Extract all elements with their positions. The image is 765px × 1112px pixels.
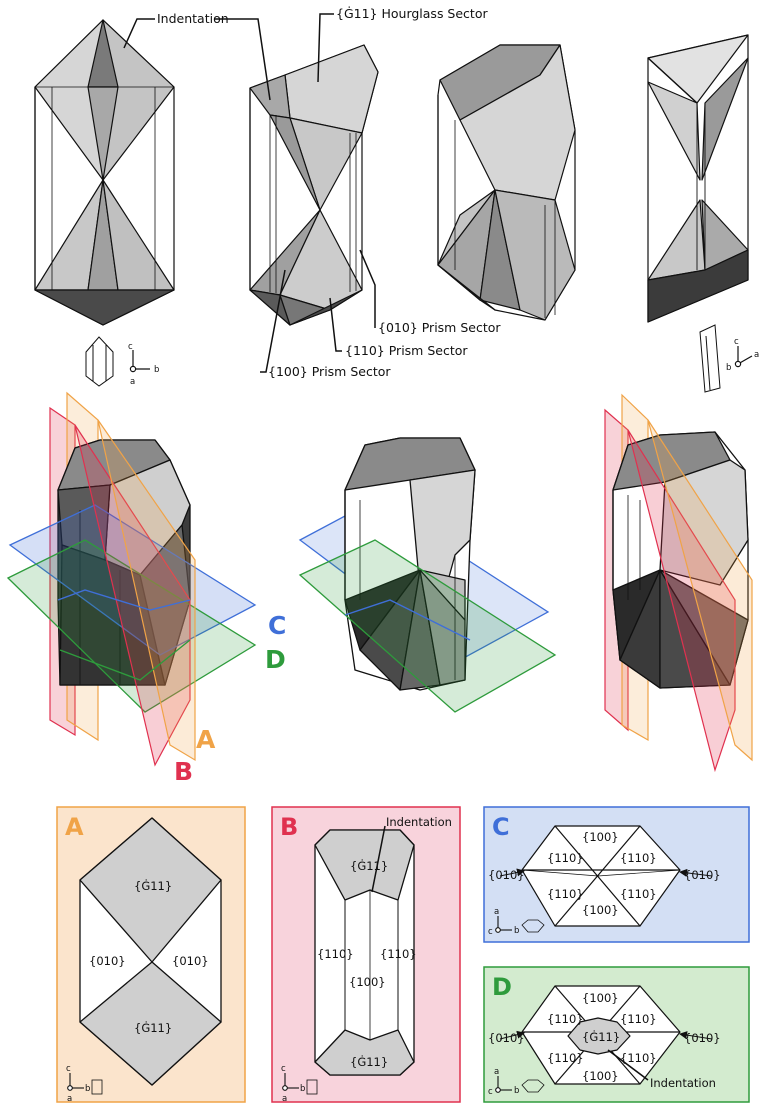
crystal-4-orientation-icon [699, 324, 721, 393]
panel-C-face-110-upper-left: {110} [547, 851, 584, 865]
crystal-2-sectors [249, 44, 379, 326]
panel-D-face-010-left: {010} [488, 1031, 525, 1045]
panel-D-face-100-bottom: {100} [582, 1069, 619, 1083]
panel-D-axis-c: c [488, 1087, 493, 1097]
panel-A-face-111-bottom: {Ġ11} [134, 1019, 172, 1035]
panel-B-axes [282, 1073, 318, 1095]
callout-leaders [123, 13, 376, 373]
crystal-row2-3 [604, 393, 753, 773]
crystal-4-edge-view [647, 34, 749, 323]
axis-label-b: b [154, 365, 159, 375]
crystal-row2-2 [298, 437, 557, 713]
panel-B-face-110-right: {110} [380, 947, 417, 961]
axes-indicator-1 [129, 350, 150, 373]
panel-D-face-100-top: {100} [582, 991, 619, 1005]
axis-label-a: a [130, 377, 135, 387]
panel-A-section [56, 806, 246, 1103]
panel-C-face-110-upper-right: {110} [620, 851, 657, 865]
panel-D-axis-a: a [494, 1067, 499, 1077]
panel-A-face-010-left: {010} [89, 954, 126, 968]
panel-D-face-111-center: {Ġ11} [582, 1028, 620, 1044]
panel-A-face-111-top: {Ġ11} [134, 877, 172, 893]
panel-B-section [271, 806, 461, 1103]
panel-D-section [483, 966, 750, 1103]
plane-label-B: B [174, 757, 193, 786]
panel-D-indentation: Indentation [650, 1076, 716, 1090]
axis-label-a-2: a [754, 350, 759, 360]
callout-prism-110: {110} Prism Sector [345, 343, 468, 358]
panel-B-axis-a: a [282, 1094, 287, 1104]
callout-prism-010: {010} Prism Sector [378, 320, 501, 335]
panel-C-section [483, 806, 750, 943]
callout-prism-100: {100} Prism Sector [268, 364, 391, 379]
panel-C-axis-c: c [488, 927, 493, 937]
crystal-1-orientation-icon [85, 336, 114, 387]
panel-B-indentation: Indentation [386, 815, 452, 829]
panel-D-face-110-lower-left: {110} [547, 1051, 584, 1065]
panel-D-face-110-upper-right: {110} [620, 1012, 657, 1026]
panel-C-letter: C [492, 813, 510, 841]
panel-B-face-110-left: {110} [317, 947, 354, 961]
panel-D-axes [495, 1076, 545, 1093]
panel-C-axis-a: a [494, 907, 499, 917]
panel-B-face-111-top: {Ġ11} [350, 857, 388, 873]
crystal-3-sectors [437, 44, 576, 321]
panel-A-letter: A [65, 813, 84, 841]
panel-C-face-010-left: {010} [488, 868, 525, 882]
panel-B-letter: B [280, 813, 298, 841]
panel-C-face-100-bottom: {100} [582, 903, 619, 917]
callout-hourglass-sector: {Ġ11} Hourglass Sector [336, 5, 488, 21]
crystal-1-hourglass [34, 19, 175, 326]
panel-D-face-010-right: {010} [684, 1031, 721, 1045]
panel-D-face-110-upper-left: {110} [547, 1012, 584, 1026]
panel-C-axis-b: b [514, 926, 519, 936]
panel-A-axis-b: b [85, 1084, 90, 1094]
panel-C-face-100-top: {100} [582, 830, 619, 844]
panel-D-face-110-lower-right: {110} [620, 1051, 657, 1065]
plane-label-A: A [196, 725, 216, 754]
panel-C-face-010-right: {010} [684, 868, 721, 882]
axis-label-c-2: c [734, 337, 739, 347]
panel-B-axis-b: b [300, 1084, 305, 1094]
panel-B-face-111-bottom: {Ġ11} [350, 1053, 388, 1069]
plane-label-C: C [268, 611, 286, 640]
plane-label-D: D [265, 645, 286, 674]
panel-B-axis-c: c [281, 1064, 286, 1074]
axis-label-b-2: b [726, 363, 731, 373]
panel-A-axis-c: c [66, 1064, 71, 1074]
panel-C-face-110-lower-left: {110} [547, 887, 584, 901]
panel-D-axis-b: b [514, 1086, 519, 1096]
panel-B-face-100: {100} [349, 975, 386, 989]
axis-label-c: c [128, 342, 133, 352]
panel-C-face-110-lower-right: {110} [620, 887, 657, 901]
panel-D-letter: D [492, 973, 512, 1001]
panel-C-axes [495, 916, 545, 933]
axes-indicator-2 [734, 346, 753, 368]
panel-A-face-010-right: {010} [172, 954, 209, 968]
callout-indentation: Indentation [157, 11, 229, 26]
panel-A-axis-a: a [67, 1094, 72, 1104]
crystal-row2-1 [6, 391, 257, 767]
panel-A-axes [67, 1073, 103, 1095]
